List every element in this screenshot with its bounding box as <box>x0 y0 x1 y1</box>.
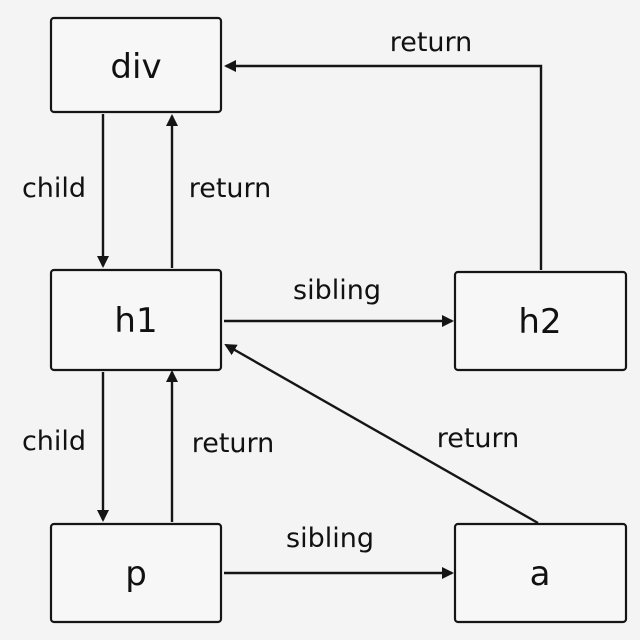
edge-label-a-h1-return: return <box>437 423 520 454</box>
edge-h2-to-div-return <box>224 60 543 270</box>
edge-label-p-a-sibling: sibling <box>286 523 374 554</box>
node-h2: h2 <box>453 270 628 372</box>
node-a: a <box>453 522 628 624</box>
edge-label-h1-div-return: return <box>189 173 272 204</box>
node-div-label: div <box>110 47 161 87</box>
node-p: p <box>49 522 223 624</box>
node-h1-label: h1 <box>114 301 157 341</box>
edge-label-h1-h2-sibling: sibling <box>293 275 381 306</box>
edge-label-h1-p-child: child <box>22 426 86 457</box>
node-h1: h1 <box>49 268 223 372</box>
node-p-label: p <box>125 554 147 594</box>
node-a-label: a <box>530 554 551 594</box>
edge-label-h2-div-return: return <box>390 27 473 58</box>
node-div: div <box>49 16 223 114</box>
edge-label-p-h1-return: return <box>192 428 275 459</box>
edge-a-to-h1-return <box>224 343 539 525</box>
node-h2-label: h2 <box>518 302 561 342</box>
edge-label-div-h1-child: child <box>22 173 86 204</box>
